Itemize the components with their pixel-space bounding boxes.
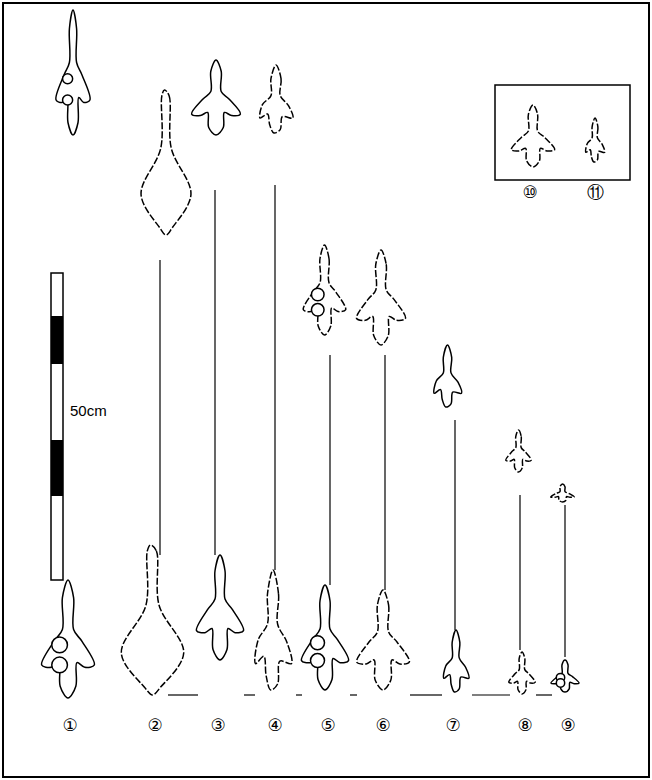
footprint-outline [551,660,579,692]
footprint-outline [434,345,462,407]
toe-pad [311,654,325,668]
stride-line [329,355,330,585]
footprint-outline [551,484,575,502]
toe-pad [52,637,68,653]
toe-pad [63,74,73,84]
footprint-outline [511,105,554,167]
footprint-outline [141,90,191,235]
toe-pad [311,304,324,317]
trackway-lines [160,185,565,695]
footprint-outline [56,10,90,135]
stride-line [519,495,520,650]
baseline [350,694,357,695]
callout-number: ⑨ [560,717,575,734]
footprint-outline [191,60,240,135]
baseline [472,694,510,695]
scale-label: 50cm [70,403,107,418]
toe-pad [52,657,68,673]
stride-line [214,190,215,555]
footprint-outline [41,580,94,698]
footprint-outline [121,545,183,695]
callout-number: ⑤ [320,717,335,734]
footprint-outline [196,555,243,660]
callout-number: ⑪ [587,184,604,201]
footprint-outline [301,585,348,690]
stride-line [274,185,275,570]
callout-number: ④ [267,717,282,734]
footprint-outline [356,250,405,345]
frame [3,3,649,777]
stride-line [454,420,455,630]
callout-number: ② [147,717,162,734]
toe-pad [311,288,324,301]
callout-number: ① [62,717,77,734]
baseline [296,694,302,695]
baseline [244,694,255,695]
toe-pad [556,679,564,687]
callout-number: ③ [210,717,225,734]
stride-line [384,355,385,590]
footprint-outline [586,118,605,162]
baseline [168,694,198,695]
scale-bar [51,273,63,580]
footprint-outline [303,245,346,335]
toe-pad [311,636,325,650]
baseline [410,694,442,695]
footprint-outline [255,570,292,690]
toe-pad [63,95,73,105]
inset-box [495,85,630,180]
callout-number: ⑥ [375,717,390,734]
footprints [41,10,604,698]
stride-line [564,505,565,657]
callout-number: ⑧ [517,717,532,734]
footprint-outline [509,652,535,694]
footprint-outline [443,630,469,692]
footprint-outline [357,590,410,690]
callout-number: ⑩ [522,184,537,201]
footprint-outline [506,430,531,472]
baseline [536,694,552,695]
callout-number: ⑦ [445,717,460,734]
footprint-outline [260,65,294,133]
stride-line [159,260,160,555]
